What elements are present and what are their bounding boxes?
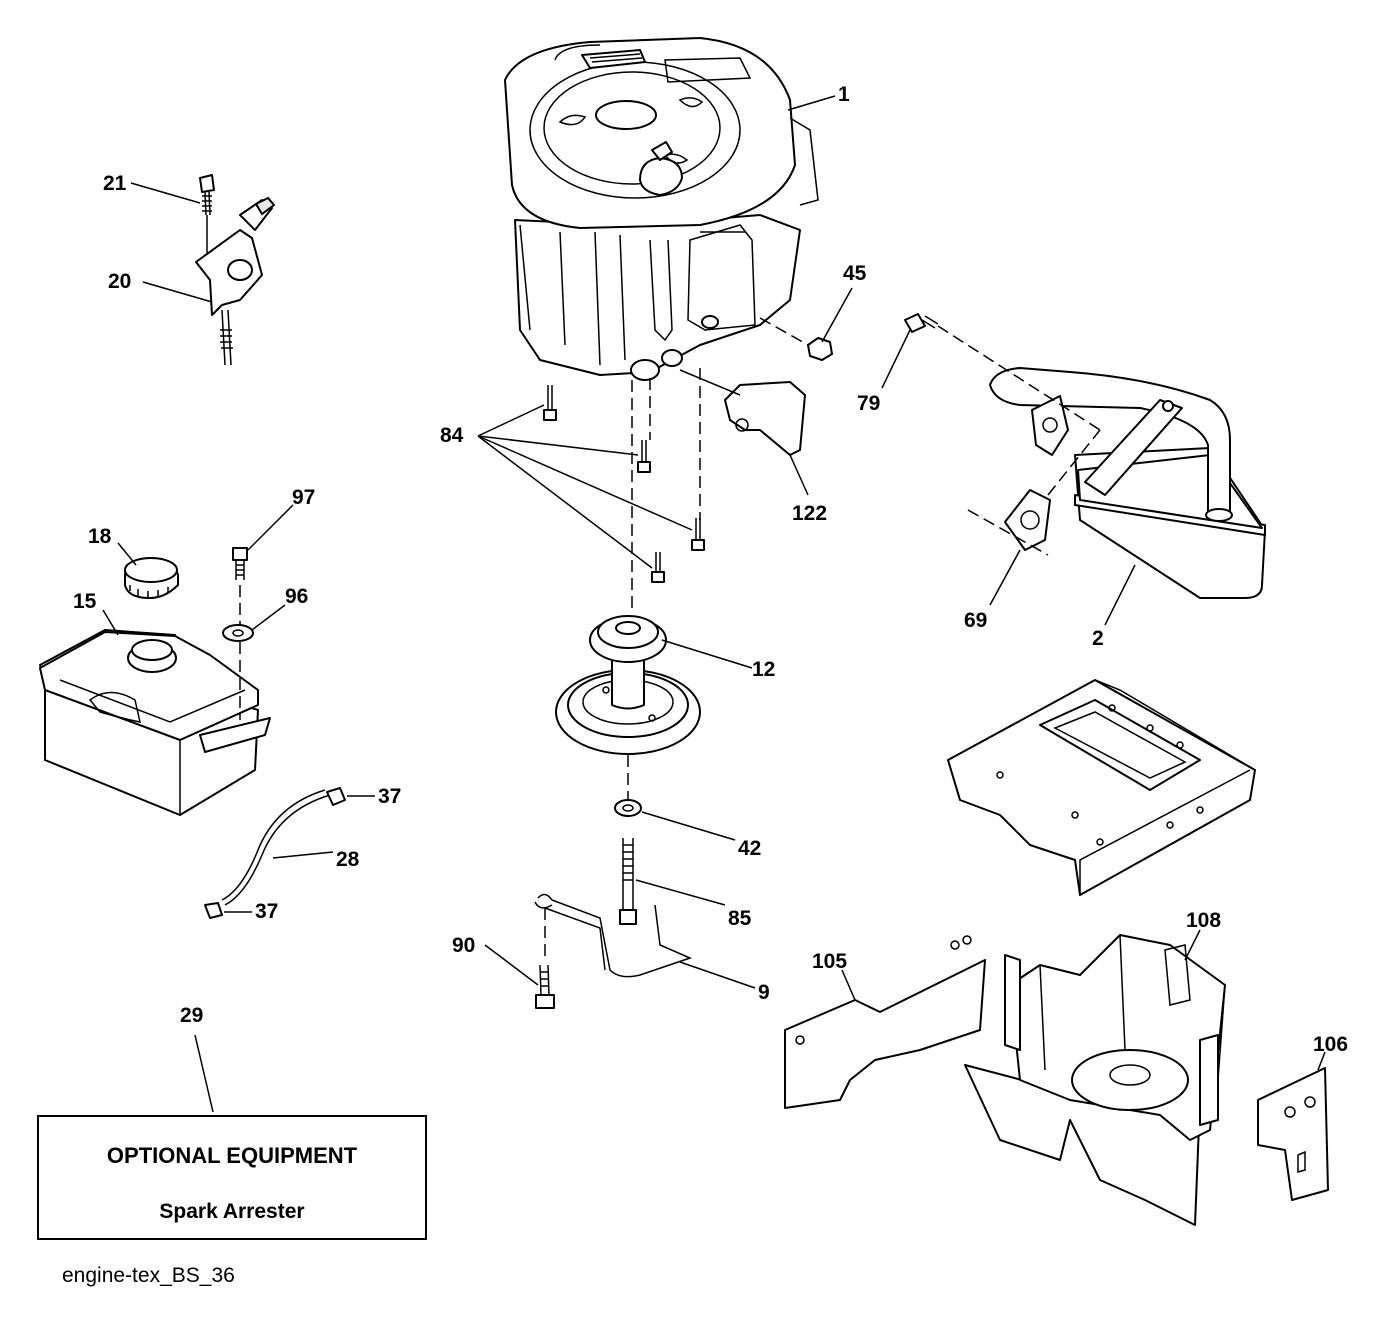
throttle-control-part (195, 174, 276, 366)
callout-85: 85 (728, 907, 752, 930)
belt-guide-bolt-part (535, 964, 555, 1009)
callout-29: 29 (180, 1004, 203, 1027)
callout-37-bottom: 37 (255, 900, 278, 923)
callout-122: 122 (792, 502, 827, 525)
muffler-part (989, 367, 1266, 599)
engine-mount-plate-part (947, 679, 1256, 896)
callout-21: 21 (103, 172, 127, 195)
fuel-cap-part (124, 557, 179, 599)
callout-20: 20 (108, 270, 131, 293)
callout-28: 28 (336, 848, 360, 871)
callout-79: 79 (857, 392, 880, 415)
gasket-part (1004, 489, 1051, 551)
callout-90: 90 (452, 934, 475, 957)
guard-assembly-part (964, 934, 1226, 1226)
fuel-line-part (224, 794, 331, 906)
callout-105: 105 (812, 950, 847, 973)
diagram-identifier: engine-tex_BS_36 (62, 1264, 235, 1287)
clamp-part (326, 787, 346, 806)
callout-18: 18 (88, 525, 112, 548)
tank-bolt-part (232, 547, 248, 580)
optional-equipment-title: OPTIONAL EQUIPMENT (106, 1143, 358, 1168)
callout-1: 1 (838, 83, 850, 106)
callout-106: 106 (1313, 1033, 1348, 1056)
callout-12: 12 (752, 658, 775, 681)
callout-2: 2 (1092, 627, 1104, 650)
callout-69: 69 (964, 609, 987, 632)
callout-45: 45 (843, 262, 867, 285)
callout-84: 84 (440, 424, 464, 447)
callout-37-top: 37 (378, 785, 401, 808)
optional-equipment-box: OPTIONAL EQUIPMENT Spark Arrester (37, 1115, 427, 1240)
engine-part (504, 37, 819, 381)
clamp-part (204, 902, 223, 919)
callout-97: 97 (292, 486, 315, 509)
callout-9: 9 (758, 981, 770, 1004)
tank-washer-part (222, 624, 254, 642)
optional-equipment-item: Spark Arrester (159, 1200, 305, 1223)
bolt-part (904, 313, 926, 333)
callout-96: 96 (285, 585, 308, 608)
rear-panel-part (1257, 1067, 1329, 1201)
bracket-part (724, 381, 806, 456)
pulley-bolt-part (619, 838, 637, 925)
fuel-tank-part (39, 629, 271, 816)
callout-15: 15 (73, 590, 97, 613)
belt-guide-part (537, 893, 693, 978)
nut-part (807, 337, 833, 361)
pulley-part (555, 615, 701, 755)
side-panel-part (784, 935, 986, 1109)
engine-mounting-bolts-part (543, 385, 705, 583)
washer-part (614, 799, 642, 817)
callout-42: 42 (738, 837, 761, 860)
callout-108: 108 (1186, 909, 1221, 932)
